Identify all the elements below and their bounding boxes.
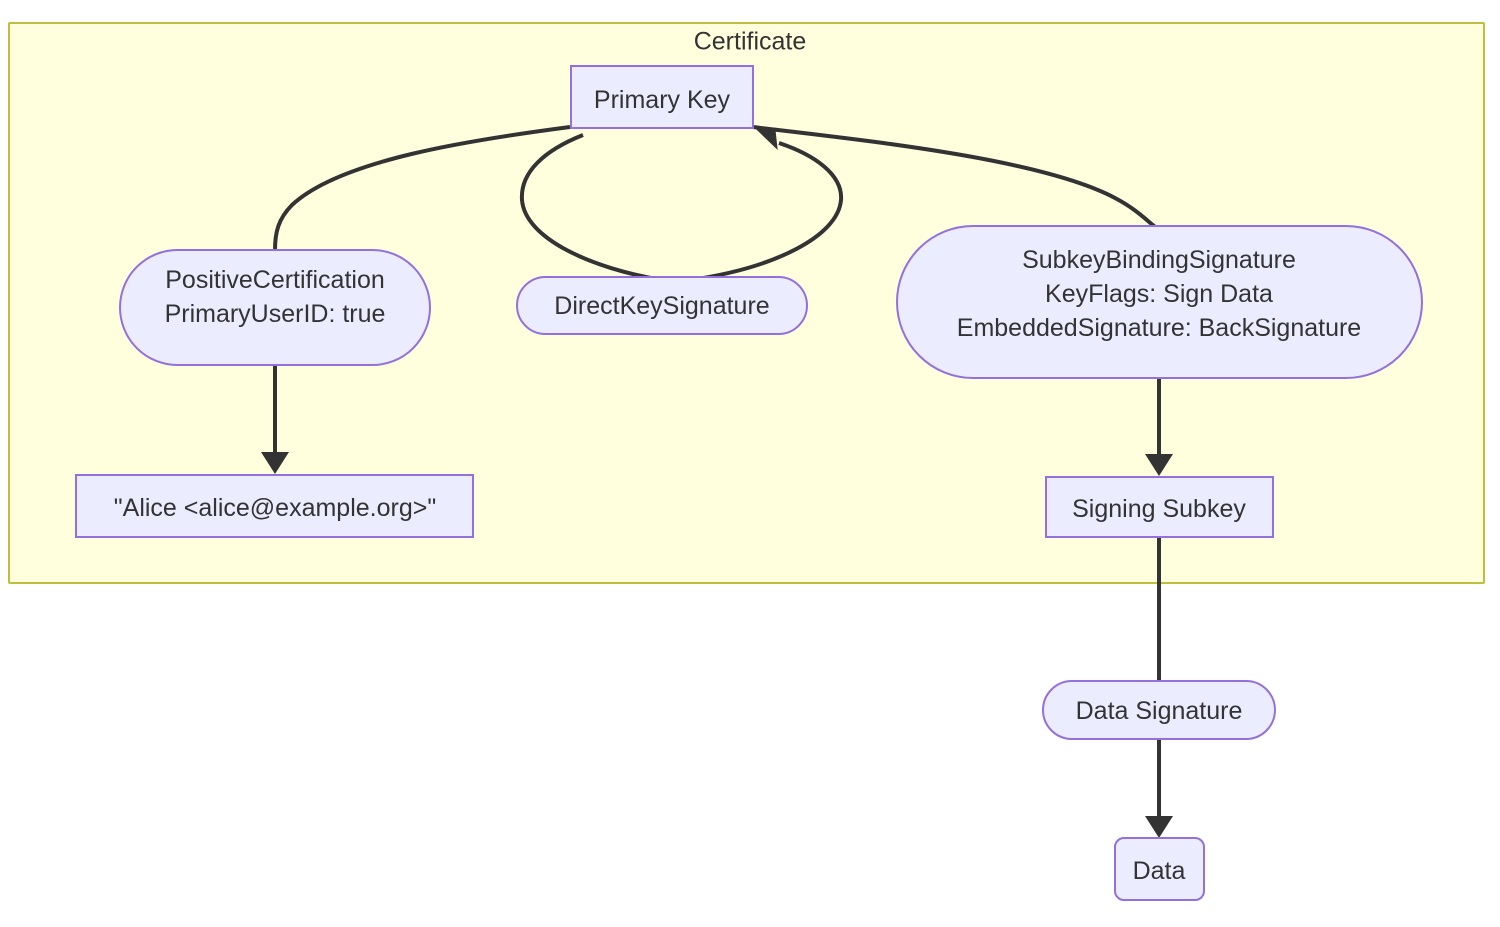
node-primary-key-shape[interactable] [570, 65, 754, 129]
node-subkey-binding-signature-label-line1: SubkeyBindingSignature [1022, 246, 1296, 274]
node-positive-certification-label-line1: PositiveCertification [165, 266, 385, 294]
node-data-shape[interactable] [1114, 837, 1205, 901]
node-data[interactable]: Data [1114, 837, 1205, 901]
arrowhead-data-signature-to-data [1145, 816, 1173, 838]
node-positive-certification-shape[interactable] [119, 249, 431, 366]
node-signing-subkey-label: Signing Subkey [1072, 495, 1246, 523]
arrowhead-subkey-binding-signature-to-signing-subkey [1145, 454, 1173, 476]
arrowhead-direct-key-signature-to-primary-key [754, 127, 778, 150]
node-user-id-label: "Alice <alice@example.org>" [114, 494, 436, 522]
node-positive-certification-label-line2: PrimaryUserID: true [165, 300, 386, 328]
cluster-certificate-label: Certificate [694, 28, 807, 56]
node-signing-subkey-shape[interactable] [1045, 476, 1274, 538]
node-direct-key-signature[interactable]: DirectKeySignature [516, 276, 808, 335]
node-direct-key-signature-label: DirectKeySignature [554, 292, 769, 320]
node-subkey-binding-signature-label-line2: KeyFlags: Sign Data [1045, 280, 1273, 308]
node-direct-key-signature-shape[interactable] [516, 276, 808, 335]
node-subkey-binding-signature[interactable]: SubkeyBindingSignature KeyFlags: Sign Da… [896, 225, 1423, 379]
arrowhead-positive-certification-to-user-id [261, 452, 289, 474]
edge-primary-key-to-subkey-binding-signature [752, 125, 1159, 230]
node-positive-certification[interactable]: PositiveCertification PrimaryUserID: tru… [119, 249, 431, 366]
node-primary-key[interactable]: Primary Key [570, 65, 754, 129]
node-data-label: Data [1133, 857, 1186, 885]
node-data-signature-shape[interactable] [1042, 680, 1276, 740]
edge-primary-key-to-direct-key-signature [519, 133, 663, 282]
node-user-id[interactable]: "Alice <alice@example.org>" [75, 474, 474, 538]
node-signing-subkey[interactable]: Signing Subkey [1045, 476, 1274, 538]
edge-primary-key-to-positive-certification [273, 125, 571, 251]
edge-layer [261, 125, 1173, 838]
node-data-signature-label: Data Signature [1076, 697, 1243, 725]
node-subkey-binding-signature-shape[interactable] [896, 225, 1423, 379]
edge-direct-key-signature-to-primary-key [689, 141, 844, 282]
node-subkey-binding-signature-label-line3: EmbeddedSignature: BackSignature [957, 314, 1361, 342]
node-user-id-shape[interactable] [75, 474, 474, 538]
node-data-signature[interactable]: Data Signature [1042, 680, 1276, 740]
node-primary-key-label: Primary Key [594, 86, 731, 114]
